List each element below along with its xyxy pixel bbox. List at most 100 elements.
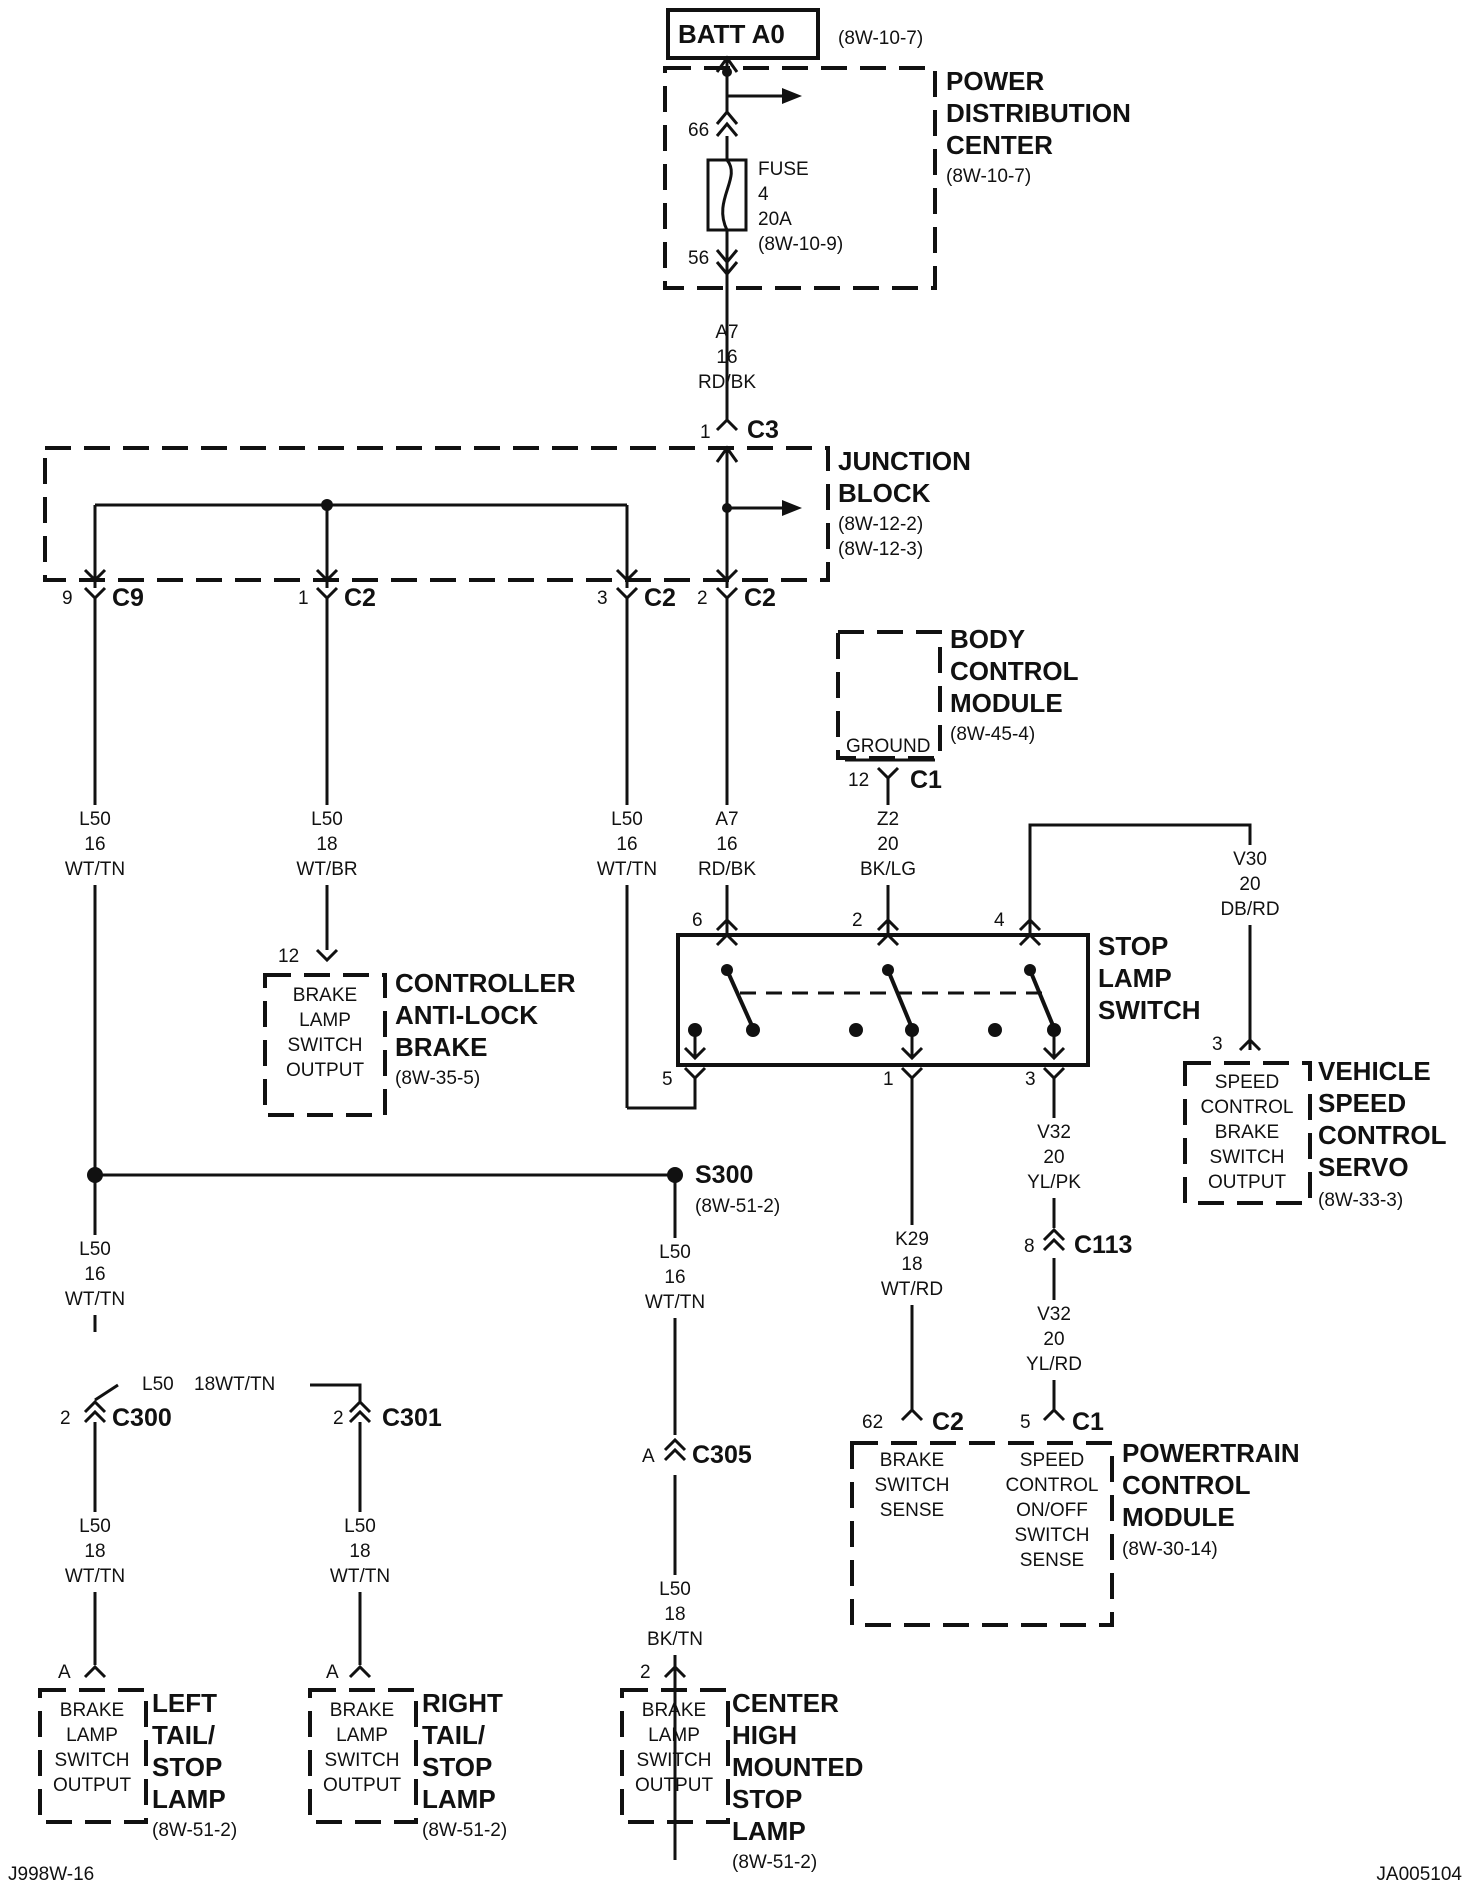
pdc-title-1: POWER: [946, 66, 1044, 96]
jb-ref-1: (8W-12-2): [838, 514, 923, 535]
svg-text:WT/BR: WT/BR: [296, 859, 357, 880]
wire-label-l50-c: L50 16 WT/TN: [594, 805, 660, 885]
c2c-name: C2: [744, 584, 776, 612]
svg-text:Z2: Z2: [877, 809, 899, 830]
lamp-left-title-4: LAMP: [152, 1784, 226, 1814]
lamp-right-title-3: STOP: [422, 1752, 492, 1782]
svg-text:18: 18: [901, 1254, 922, 1275]
abs-ref: (8W-35-5): [395, 1068, 480, 1089]
pcm-inner1-1: BRAKE: [880, 1450, 944, 1471]
pcm-inner1-3: SENSE: [880, 1500, 944, 1521]
bcm-title-1: BODY: [950, 624, 1025, 654]
pcm-title-1: POWERTRAIN: [1122, 1438, 1300, 1468]
wire-label-l50-left: L50 16 WT/TN: [62, 1235, 128, 1315]
batt-box: [666, 8, 820, 60]
bridge-code: L50: [142, 1374, 174, 1395]
vsc-ref: (8W-33-3): [1318, 1190, 1403, 1211]
svg-text:WT/TN: WT/TN: [65, 1289, 125, 1310]
svg-text:L50: L50: [659, 1242, 691, 1263]
svg-text:V30: V30: [1233, 849, 1267, 870]
splice-left-dot: [87, 1167, 103, 1183]
c300-name: C300: [112, 1404, 172, 1432]
vsc-title-1: VEHICLE: [1318, 1056, 1431, 1086]
lamp-right-title-4: LAMP: [422, 1784, 496, 1814]
pdc-title-2: DISTRIBUTION: [946, 98, 1131, 128]
wire-label-v32-b: V32 20 YL/RD: [1021, 1300, 1087, 1380]
pdc-ref: (8W-10-7): [946, 166, 1031, 187]
pcm-inner2-1: SPEED: [1020, 1450, 1084, 1471]
fuse-rating: 20A: [758, 209, 792, 230]
c300-pin: 2: [60, 1408, 71, 1429]
vsc-inner-1: SPEED: [1215, 1072, 1279, 1093]
jb-title-2: BLOCK: [838, 478, 931, 508]
svg-text:L50: L50: [659, 1579, 691, 1600]
c2a-name: C2: [344, 584, 376, 612]
svg-text:20: 20: [1043, 1147, 1064, 1168]
sls-pin-3: 3: [1025, 1069, 1036, 1090]
lamp-right-title-1: RIGHT: [422, 1688, 503, 1718]
svg-text:16: 16: [716, 834, 737, 855]
lamp-left-ref: (8W-51-2): [152, 1820, 237, 1841]
abs-pin: 12: [278, 946, 299, 967]
svg-text:YL/RD: YL/RD: [1026, 1354, 1082, 1375]
c3-name: C3: [747, 416, 779, 444]
lamp-center-ref: (8W-51-2): [732, 1852, 817, 1873]
c3-pin: 1: [700, 422, 711, 443]
pcm-c2-pin: 62: [862, 1412, 883, 1433]
lamp-right-inner-2: LAMP: [336, 1725, 388, 1746]
svg-text:A7: A7: [715, 809, 738, 830]
vsc-inner-5: OUTPUT: [1208, 1172, 1287, 1193]
abs-inner-4: OUTPUT: [286, 1060, 365, 1081]
sls-pin-5: 5: [662, 1069, 673, 1090]
svg-text:V32: V32: [1037, 1122, 1071, 1143]
abs-title-2: ANTI-LOCK: [395, 1000, 538, 1030]
c2b-pin: 3: [597, 588, 608, 609]
svg-text:16: 16: [664, 1267, 685, 1288]
lamp-left-title-1: LEFT: [152, 1688, 217, 1718]
bcm-title-2: CONTROL: [950, 656, 1079, 686]
wire-label-a7-mid: A7 16 RD/BK: [694, 805, 760, 885]
bcm-conn: C1: [910, 766, 942, 794]
lamp-left-title-2: TAIL/: [152, 1720, 215, 1750]
c2a-pin: 1: [298, 588, 309, 609]
vsc-title-2: SPEED: [1318, 1088, 1406, 1118]
lamp-left-inner-1: BRAKE: [60, 1700, 124, 1721]
vsc-title-3: CONTROL: [1318, 1120, 1447, 1150]
pcm-c2-name: C2: [932, 1408, 964, 1436]
wire-a7-top-code: A7: [715, 322, 738, 343]
sls-pin-6: 6: [692, 910, 703, 931]
svg-text:16: 16: [84, 834, 105, 855]
svg-text:18: 18: [84, 1541, 105, 1562]
pcm-c1-name: C1: [1072, 1408, 1104, 1436]
jb-title-1: JUNCTION: [838, 446, 971, 476]
lamp-center-pin: 2: [640, 1662, 651, 1683]
sls-title-1: STOP: [1098, 931, 1168, 961]
lamp-left-pin: A: [58, 1662, 71, 1683]
wire-label-l50-center: L50 16 WT/TN: [642, 1238, 708, 1318]
bcm-ref: (8W-45-4): [950, 724, 1035, 745]
fuse-ref: (8W-10-9): [758, 234, 843, 255]
pcm-title-2: CONTROL: [1122, 1470, 1251, 1500]
pcm-title-3: MODULE: [1122, 1502, 1235, 1532]
vsc-inner-3: BRAKE: [1215, 1122, 1279, 1143]
s300-ref: (8W-51-2): [695, 1196, 780, 1217]
lamp-left-title-3: STOP: [152, 1752, 222, 1782]
abs-inner-2: LAMP: [299, 1010, 351, 1031]
stop-lamp-switch-box: [676, 933, 1090, 1067]
jb-ref-2: (8W-12-3): [838, 539, 923, 560]
bcm-pin: 12: [848, 770, 869, 791]
lamp-center-title-2: HIGH: [732, 1720, 797, 1750]
pcm-inner2-5: SENSE: [1020, 1550, 1084, 1571]
svg-text:DB/RD: DB/RD: [1220, 899, 1279, 920]
lamp-left-inner-3: SWITCH: [55, 1750, 130, 1771]
svg-text:L50: L50: [79, 809, 111, 830]
wire-label-low-right: L50 18 WT/TN: [327, 1512, 393, 1592]
svg-text:18: 18: [316, 834, 337, 855]
c113-pin: 8: [1024, 1236, 1035, 1257]
wire-label-low-center: L50 18 BK/TN: [642, 1575, 708, 1655]
sls-pin-1: 1: [883, 1069, 894, 1090]
vsc-inner-2: CONTROL: [1201, 1097, 1294, 1118]
svg-text:K29: K29: [895, 1229, 929, 1250]
svg-text:BK/TN: BK/TN: [647, 1629, 703, 1650]
svg-text:L50: L50: [79, 1239, 111, 1260]
